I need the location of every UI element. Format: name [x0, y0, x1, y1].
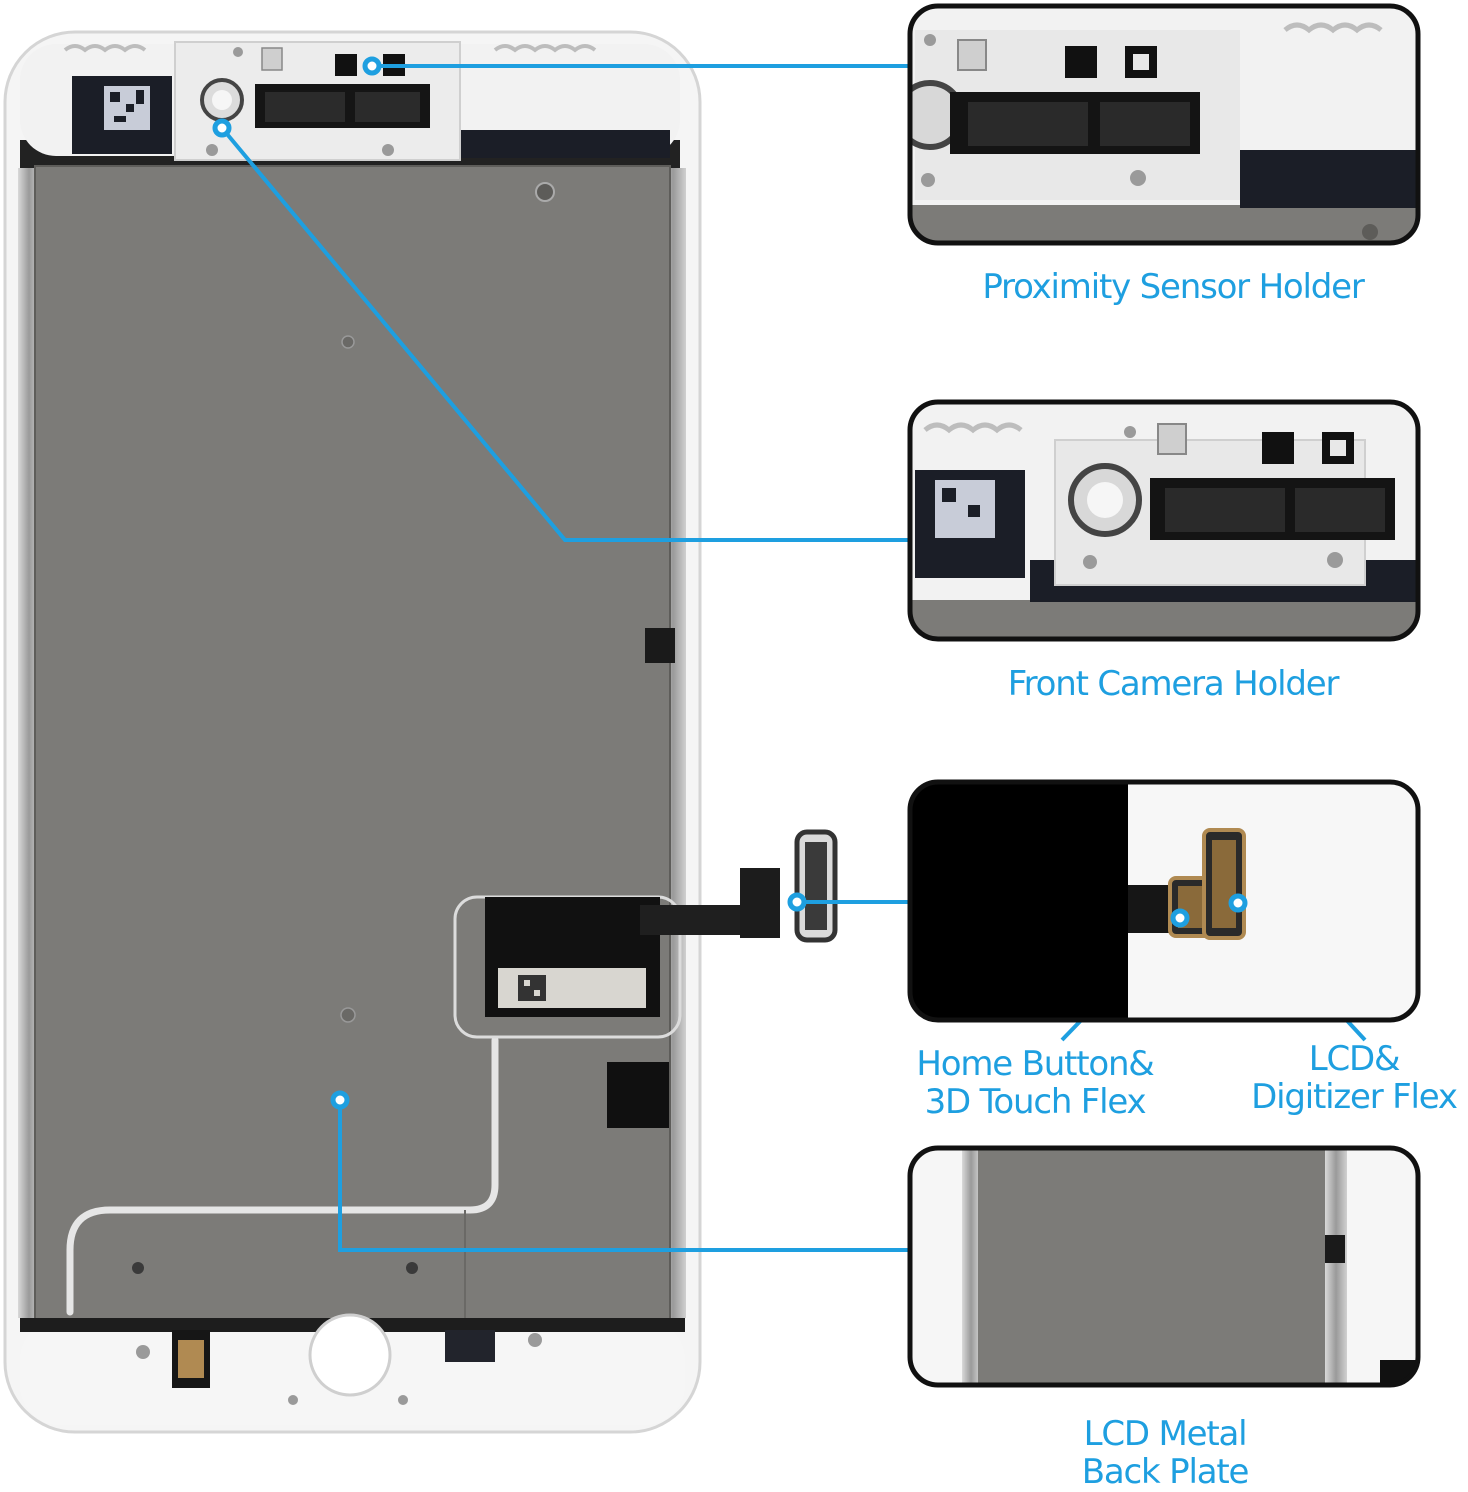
callout-dot-flex	[787, 892, 807, 912]
callout-dot-proximity	[362, 56, 382, 76]
callout-dot-plate	[330, 1090, 350, 1110]
phone-screen-assembly	[3, 30, 838, 1434]
callout-lines	[220, 64, 1367, 1252]
callout-dots	[212, 56, 807, 1110]
panel-front-camera	[907, 399, 1421, 642]
flex-ribbon	[640, 905, 745, 935]
panel-proximity-sensor	[907, 3, 1421, 246]
callout-line-camera	[220, 126, 910, 542]
callout-line-plate	[338, 1100, 910, 1252]
label-lcd-metal-back-plate: LCD Metal Back Plate	[1081, 1414, 1250, 1492]
callout-dot-lcd-flex	[1228, 893, 1248, 913]
label-proximity-sensor-holder: Proximity Sensor Holder	[982, 267, 1365, 307]
lcd-back-plate	[35, 166, 670, 1326]
home-button-hole	[308, 1313, 392, 1397]
label-home-button-flex: Home Button& 3D Touch Flex	[916, 1044, 1154, 1122]
callout-dot-camera	[212, 118, 232, 138]
label-front-camera-holder: Front Camera Holder	[1007, 664, 1340, 704]
panel-lcd-back-plate	[907, 1145, 1421, 1388]
panel-flex-cables	[907, 779, 1421, 1023]
silver-trace	[66, 1036, 499, 1316]
label-lcd-digitizer-flex: LCD& Digitizer Flex	[1251, 1039, 1458, 1117]
callout-dot-home-flex	[1170, 908, 1190, 928]
black-block	[607, 1062, 669, 1128]
